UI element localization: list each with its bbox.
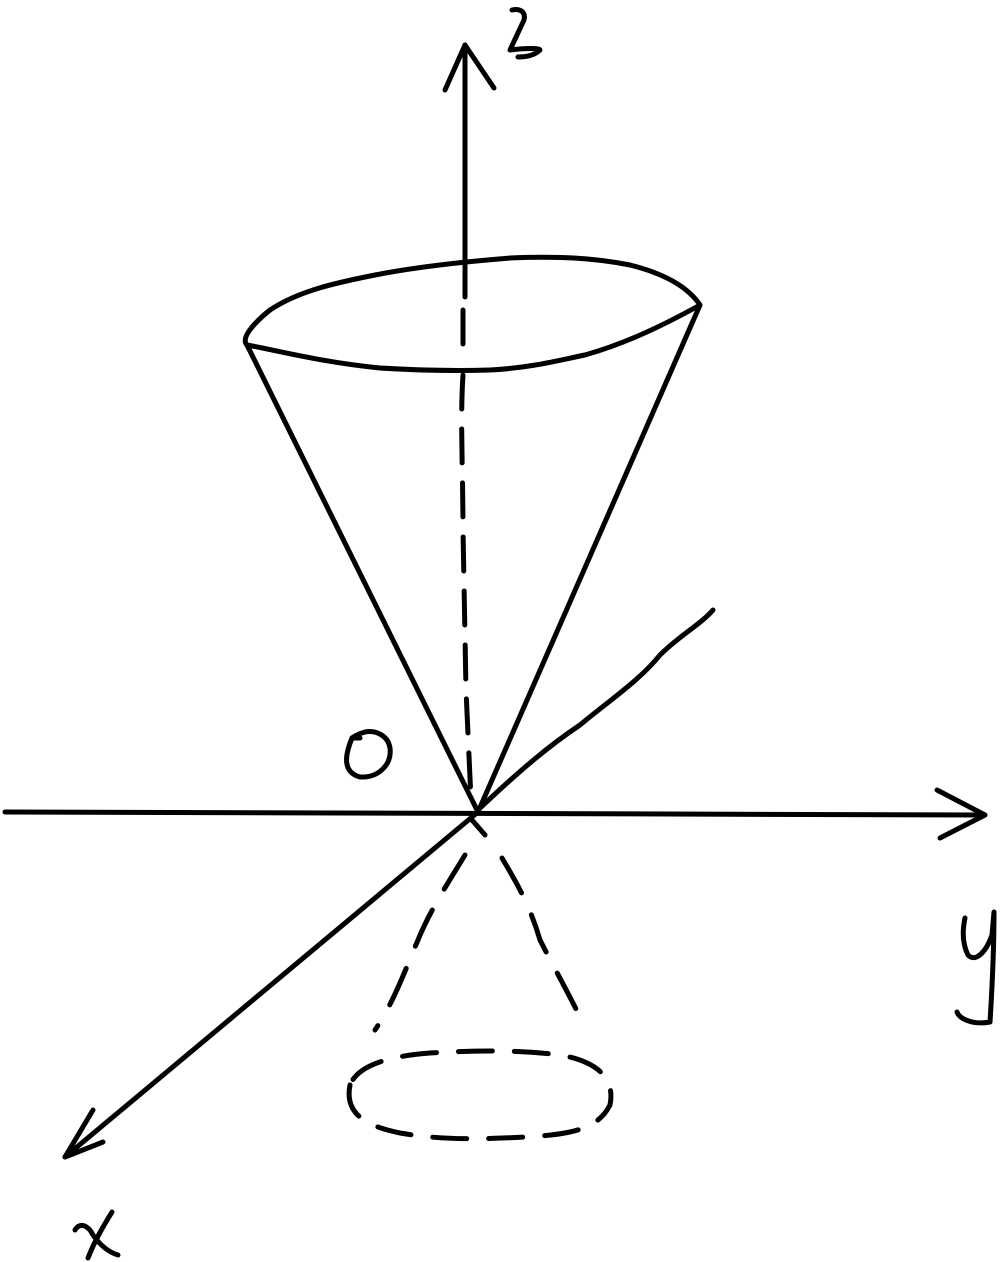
x-axis-label: x [72, 1197, 108, 1262]
z-axis-label-glyph [507, 7, 543, 60]
x-axis-label-glyph [72, 1209, 121, 1261]
y-axis-label: y [952, 952, 992, 1026]
z-axis-label: z [505, 0, 541, 74]
z-axis-arrowhead [442, 42, 497, 93]
vertex-tick [469, 817, 488, 838]
origin-label-glyph [344, 729, 393, 780]
y-axis [2, 809, 988, 818]
upper-cone-left-side [244, 342, 481, 815]
y-axis-label-glyph [954, 909, 997, 1026]
lower-cone-right-dashed [499, 855, 588, 1031]
lower-cone-rim-dashed [346, 1048, 614, 1142]
lower-cone-left-dashed [372, 852, 468, 1033]
z-axis-hidden-dashed [459, 307, 474, 803]
y-axis-arrowhead [934, 787, 988, 841]
origin-label: O [340, 720, 392, 794]
x-axis [62, 809, 481, 1160]
upper-cone-rim [242, 254, 703, 374]
x-axis-arrowhead [62, 1107, 106, 1160]
receding-axis-line [475, 607, 716, 813]
upper-cone-right-side [475, 302, 703, 815]
